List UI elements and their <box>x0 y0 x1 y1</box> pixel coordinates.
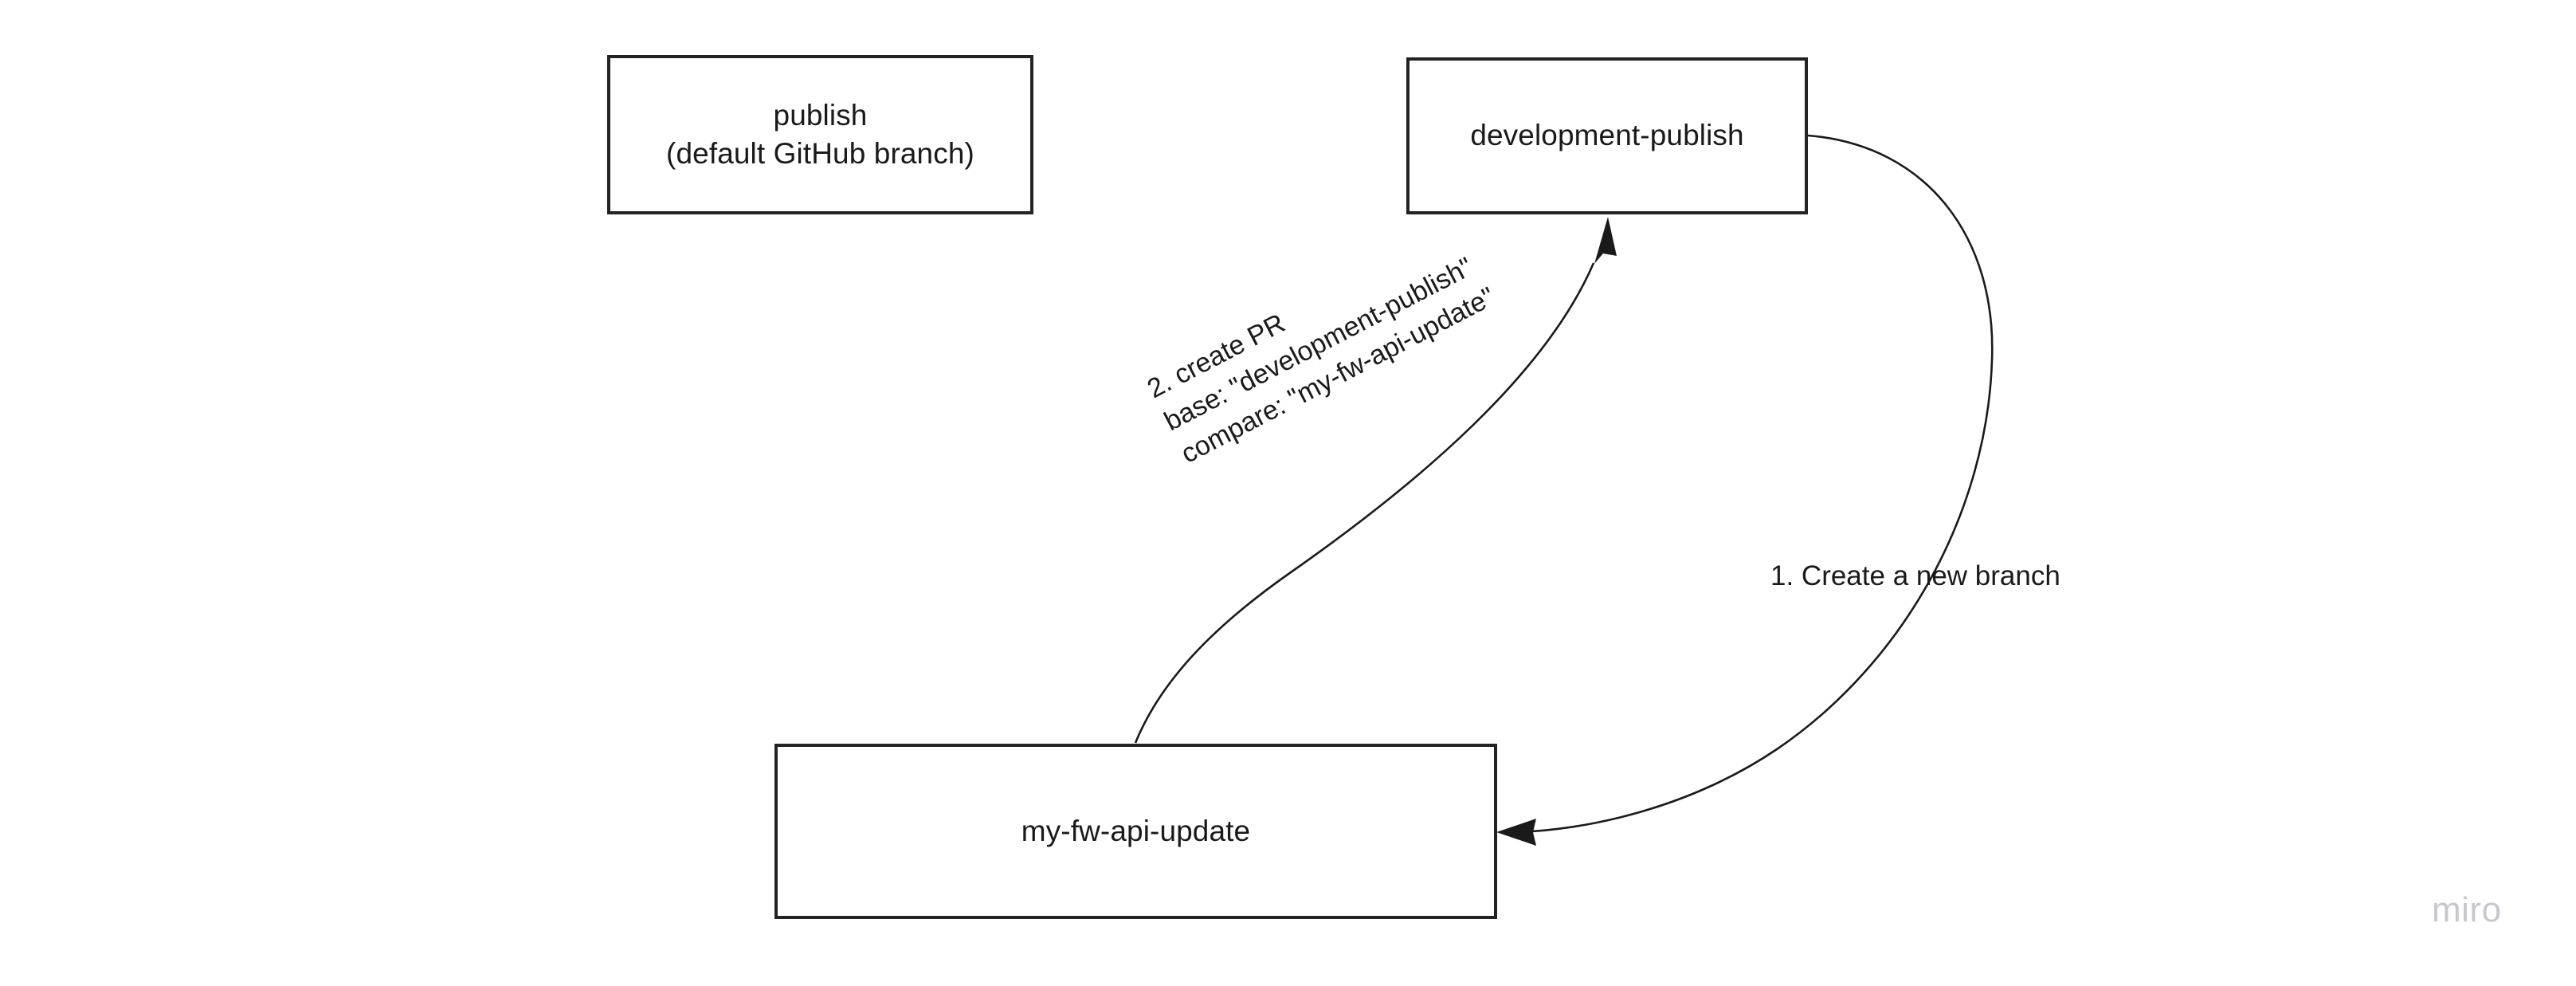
edge-label-create-branch: 1. Create a new branch <box>1770 560 2060 591</box>
node-publish[interactable]: publish (default GitHub branch) <box>607 55 1033 214</box>
miro-watermark: miro <box>2432 890 2502 929</box>
node-publish-label: publish (default GitHub branch) <box>666 98 974 170</box>
edge-create-pr[interactable] <box>1134 217 1617 744</box>
edge-create-branch-arrowhead <box>1496 819 1536 846</box>
edge-create-branch-path <box>1513 134 1994 834</box>
node-development-publish-label: development-publish <box>1470 119 1744 152</box>
edge-create-pr-arrowhead <box>1594 217 1617 264</box>
edge-create-branch[interactable] <box>1496 134 1994 846</box>
node-my-fw-api-update[interactable]: my-fw-api-update <box>774 744 1497 919</box>
edge-create-pr-path <box>1134 262 1595 744</box>
node-development-publish[interactable]: development-publish <box>1406 57 1808 214</box>
node-my-fw-api-update-label: my-fw-api-update <box>1021 814 1251 847</box>
